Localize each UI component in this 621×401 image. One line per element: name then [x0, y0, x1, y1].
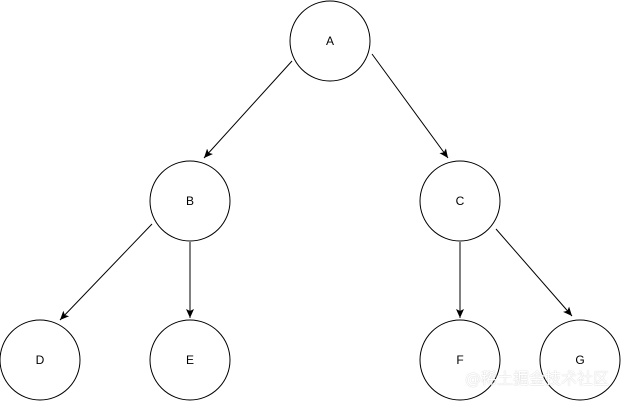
node-label: G: [575, 353, 584, 367]
node-circle: [149, 160, 231, 242]
node-circle: [149, 319, 231, 401]
node-b: B: [149, 160, 231, 242]
edge-c-g: [495, 228, 573, 317]
edge-a-c: [371, 53, 449, 159]
node-e: E: [149, 319, 231, 401]
node-circle: [289, 0, 371, 82]
edge-b-d: [59, 223, 153, 321]
node-label: E: [186, 353, 194, 367]
edges-layer: [59, 53, 573, 321]
node-d: D: [0, 319, 81, 401]
node-g: G: [539, 319, 621, 401]
node-f: F: [419, 319, 501, 401]
node-circle: [419, 160, 501, 242]
edge-a-b: [203, 60, 293, 159]
node-a: A: [289, 0, 371, 82]
watermark: @稀土掘金技术社区: [464, 369, 609, 388]
node-label: A: [326, 34, 334, 48]
node-label: C: [456, 194, 465, 208]
node-label: F: [456, 353, 463, 367]
node-label: B: [186, 194, 194, 208]
node-circle: [419, 319, 501, 401]
node-circle: [539, 319, 621, 401]
node-label: D: [36, 353, 45, 367]
node-circle: [0, 319, 81, 401]
node-c: C: [419, 160, 501, 242]
